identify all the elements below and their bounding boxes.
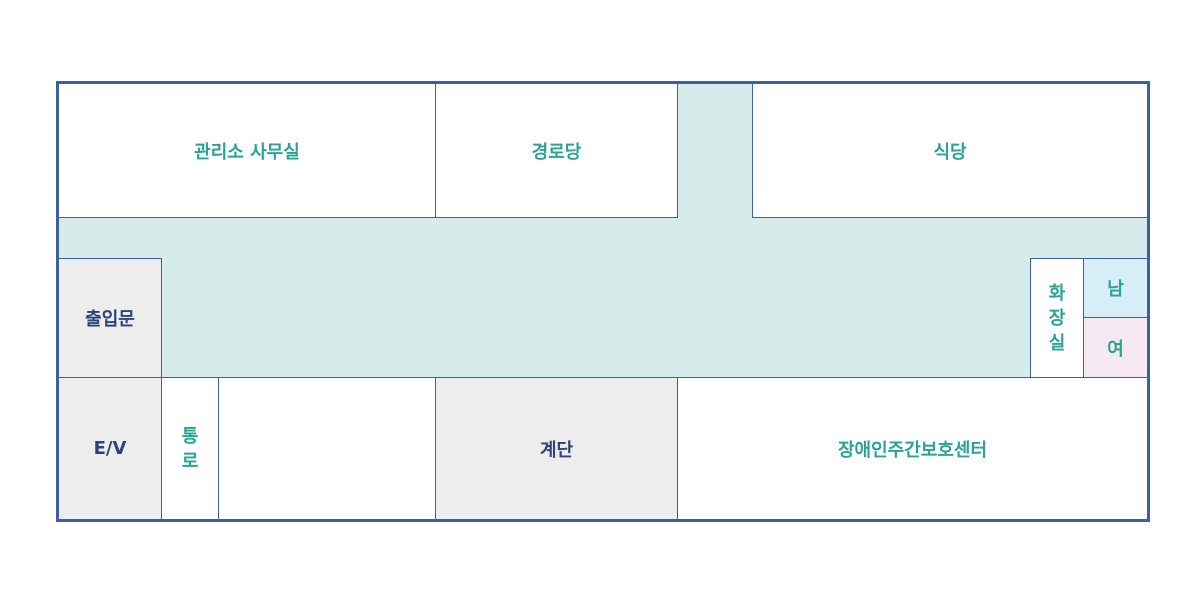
room-label: 경로당 <box>531 141 582 163</box>
room-label: E/V <box>93 438 127 459</box>
room-label: 통로 <box>181 425 199 472</box>
room-passage[interactable]: 통로 <box>161 377 219 522</box>
room-label: 여 <box>1107 338 1124 360</box>
room-label: 식당 <box>933 141 967 163</box>
room-label: 관리소 사무실 <box>194 141 300 163</box>
room-restroom-male[interactable]: 남 <box>1083 258 1150 318</box>
room-unlabeled <box>218 377 436 522</box>
room-cafeteria[interactable]: 식당 <box>752 81 1150 218</box>
room-label: 화장실 <box>1048 282 1066 354</box>
room-restroom[interactable]: 화장실 <box>1030 258 1084 378</box>
room-label: 계단 <box>539 439 574 461</box>
room-label: 출입문 <box>85 309 135 330</box>
room-label: 남 <box>1107 279 1124 300</box>
room-label: 장애인주간보호센터 <box>837 439 988 461</box>
room-senior-center[interactable]: 경로당 <box>435 81 678 218</box>
room-management-office[interactable]: 관리소 사무실 <box>56 81 436 218</box>
room-day-care-center[interactable]: 장애인주간보호센터 <box>677 377 1150 522</box>
room-entrance[interactable]: 출입문 <box>56 258 162 378</box>
room-elevator[interactable]: E/V <box>56 377 162 522</box>
room-stairs[interactable]: 계단 <box>435 377 678 522</box>
room-restroom-female[interactable]: 여 <box>1083 317 1150 378</box>
